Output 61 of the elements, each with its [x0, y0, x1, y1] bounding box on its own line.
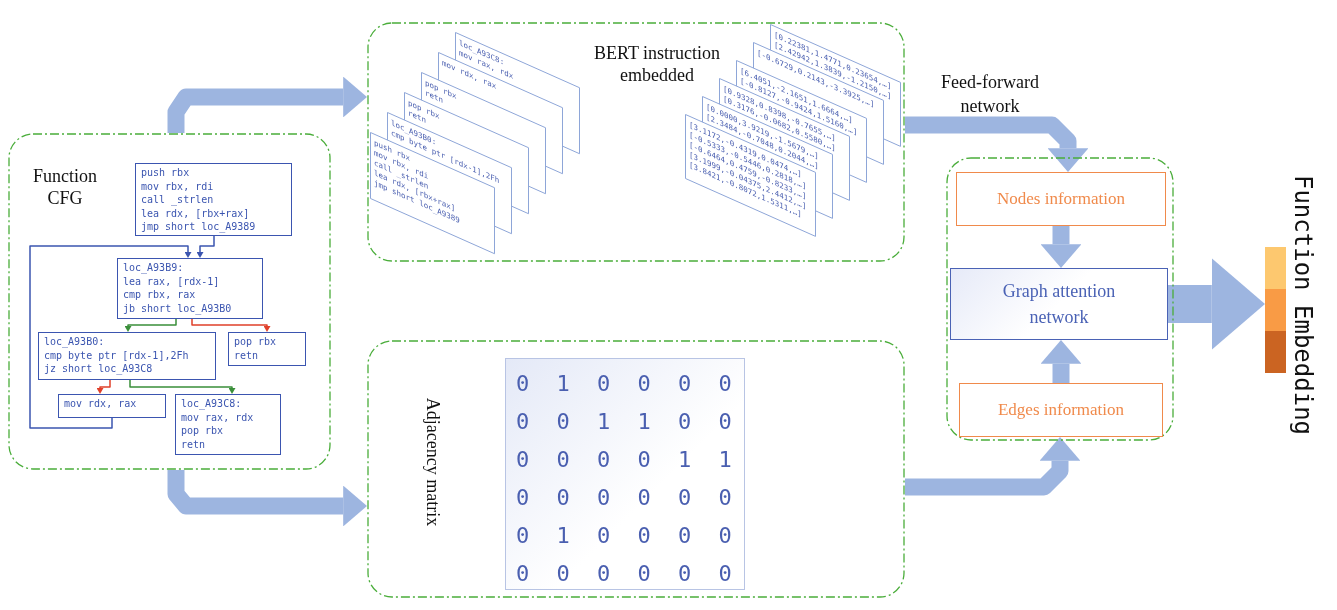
- code-line: pop rbx: [234, 335, 278, 349]
- arrow: [167, 76, 367, 133]
- code-line: retn: [234, 348, 260, 362]
- arrow: [905, 437, 1081, 496]
- matrix-row-text: 0 1 0 0 0 0: [516, 370, 733, 398]
- dashed-panel: [367, 22, 905, 262]
- arrow: [191, 318, 271, 332]
- arrow: [167, 470, 367, 527]
- code-block: [228, 332, 306, 366]
- code-block: [175, 394, 281, 455]
- panel-title: Function CFG: [32, 165, 98, 209]
- arrow: [29, 245, 192, 429]
- code-line: jz short loc_A93C8: [44, 362, 154, 376]
- matrix-row-text: 0 0 0 0 1 1: [516, 446, 733, 474]
- embedding-bar: [1265, 247, 1286, 373]
- dashed-panel: [8, 133, 331, 470]
- code-block: [58, 394, 166, 418]
- code-line: push rbx: [141, 166, 191, 180]
- arrow: [196, 235, 215, 258]
- panel-title: BERT instruction embedded: [592, 42, 722, 86]
- box-label: Nodes information: [996, 188, 1126, 210]
- arrow: [129, 379, 236, 394]
- code-line: pop rbx: [181, 424, 225, 438]
- code-line: mov rbx, rdi: [141, 179, 215, 193]
- code-line: cmp byte ptr [rdx-1],2Fh: [44, 348, 190, 362]
- code-line: mov rax, rdx: [181, 410, 255, 424]
- matrix-row-text: 0 1 0 0 0 0: [516, 522, 733, 550]
- code-line: loc_A93C8:: [181, 397, 243, 411]
- code-block: [135, 163, 292, 236]
- dashed-panel: [946, 157, 1174, 441]
- embedding-label: Function Embedding: [1289, 174, 1317, 436]
- code-block: [117, 258, 263, 319]
- code-line: call _strlen: [141, 193, 215, 207]
- arrow: [124, 318, 177, 332]
- arrow: [1040, 340, 1082, 383]
- process-box: [959, 383, 1163, 437]
- panel-title: Adjacency matrix: [422, 397, 444, 527]
- code-line: cmp rbx, rax: [123, 288, 197, 302]
- code-line: loc_A93B0:: [44, 335, 106, 349]
- code-line: retn: [181, 437, 207, 451]
- matrix-row-text: 0 0 0 0 0 0: [516, 560, 733, 588]
- matrix-row-text: 0 0 0 0 0 0: [516, 484, 733, 512]
- edge-label: Feed-forward network: [940, 71, 1040, 118]
- dashed-panel: [367, 340, 905, 598]
- box-label: Edges information: [996, 399, 1126, 421]
- matrix-grid: [505, 358, 745, 590]
- process-box: [950, 268, 1168, 340]
- code-line: mov rdx, rax: [64, 397, 138, 411]
- code-line: jb short loc_A93B0: [123, 301, 233, 315]
- arrow: [1168, 258, 1265, 350]
- matrix-row-text: 0 0 1 1 0 0: [516, 408, 733, 436]
- code-line: jmp short loc_A9389: [141, 220, 257, 234]
- code-line: lea rax, [rdx-1]: [123, 274, 221, 288]
- arrow: [1040, 226, 1082, 268]
- code-line: loc_A93B9:: [123, 261, 185, 275]
- arrow: [96, 379, 111, 394]
- arrow: [905, 116, 1089, 172]
- box-label: Graph attention network: [1001, 280, 1117, 329]
- process-box: [956, 172, 1166, 226]
- code-line: lea rdx, [rbx+rax]: [141, 206, 251, 220]
- code-block: [38, 332, 216, 380]
